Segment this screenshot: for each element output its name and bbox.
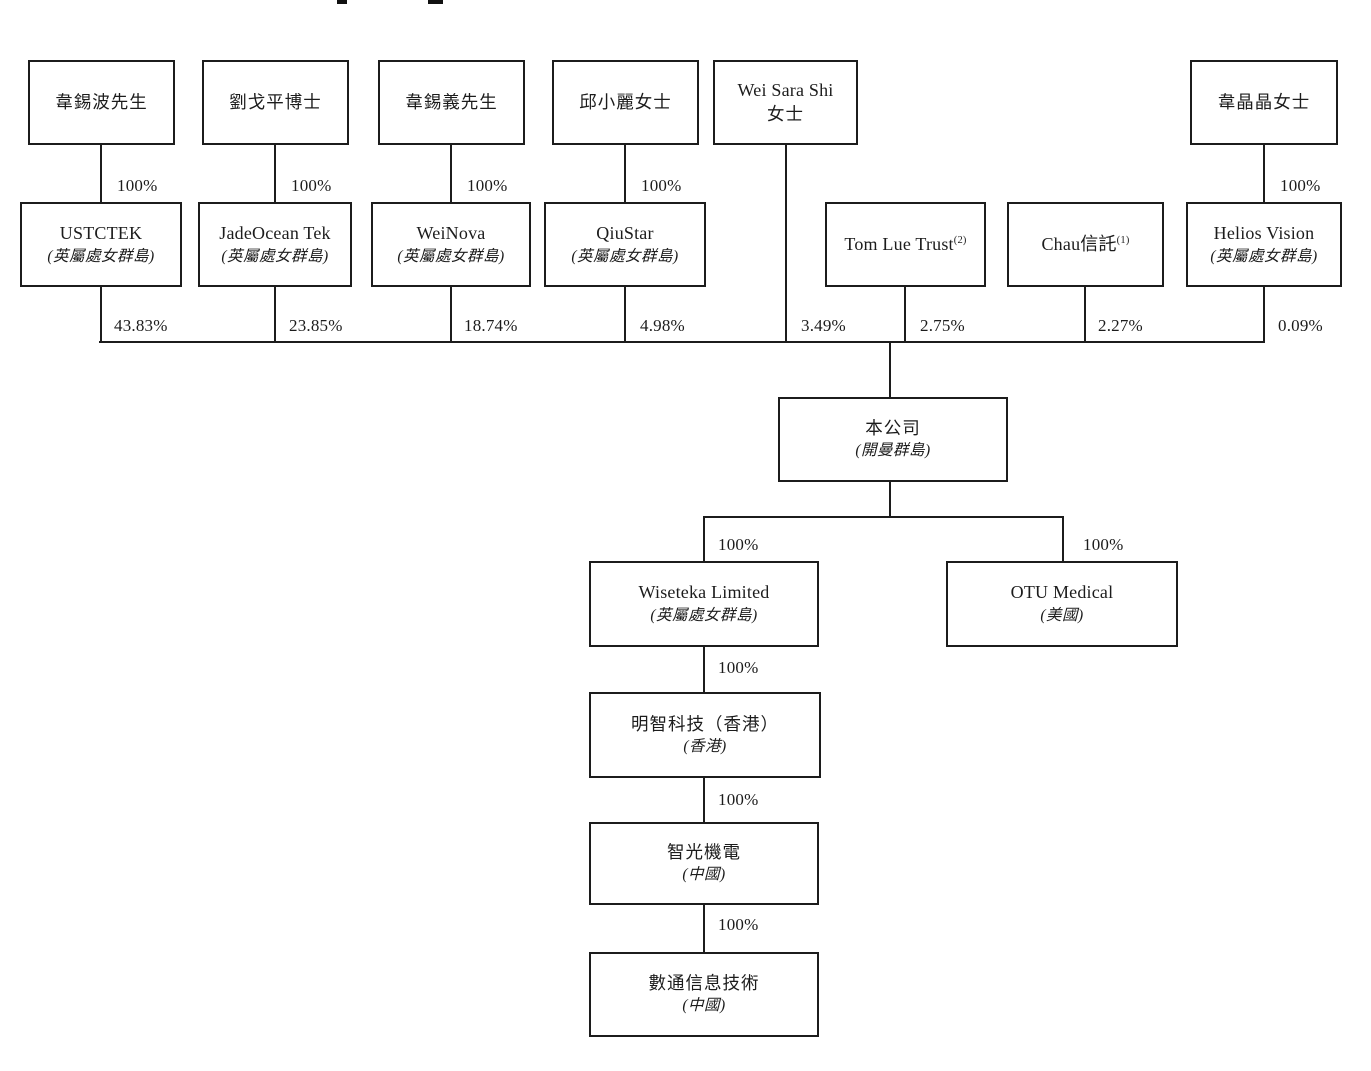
holdco-name: QiuStar xyxy=(596,222,654,243)
subsidiary-name: 數通信息技術 xyxy=(648,973,760,994)
subsidiary-jurisdiction: (英屬處女群島) xyxy=(650,607,758,625)
subsidiary-box-wiseteka: Wiseteka Limited (英屬處女群島) xyxy=(589,561,819,647)
holdco-jurisdiction: (英屬處女群島) xyxy=(571,247,679,265)
bus-line xyxy=(99,341,1265,343)
holdco-box-weinova: WeiNova (英屬處女群島) xyxy=(371,202,531,287)
holdco-jurisdiction: (英屬處女群島) xyxy=(1210,247,1318,265)
ownership-label: 100% xyxy=(641,176,682,195)
ownership-label: 100% xyxy=(291,176,332,195)
holdco-box-ustctek: USTCTEK (英屬處女群島) xyxy=(20,202,182,287)
connector-line xyxy=(1263,145,1265,202)
person-box-wei-xibo: 韋錫波先生 xyxy=(28,60,175,145)
subsidiary-jurisdiction: (美國) xyxy=(1040,607,1084,625)
stake-label: 3.49% xyxy=(801,316,846,335)
person-box-liu-geping: 劉戈平博士 xyxy=(202,60,349,145)
connector-line xyxy=(1062,516,1064,561)
person-name: 韋晶晶女士 xyxy=(1217,91,1311,112)
holdco-name: USTCTEK xyxy=(59,222,143,243)
subsidiary-jurisdiction: (中國) xyxy=(682,997,726,1015)
person-box-qiu-xiaoli: 邱小麗女士 xyxy=(552,60,699,145)
connector-line xyxy=(274,145,276,202)
holdco-jurisdiction: (英屬處女群島) xyxy=(221,247,329,265)
trust-box-chau-trust: Chau信託(1) xyxy=(1007,202,1164,287)
company-box: 本公司 (開曼群島) xyxy=(778,397,1008,482)
ownership-label: 100% xyxy=(1083,535,1124,554)
connector-line xyxy=(703,516,705,561)
subsidiary-name: OTU Medical xyxy=(1010,582,1114,603)
connector-line xyxy=(904,287,906,342)
footnote-marker: (1) xyxy=(1116,234,1130,246)
holdco-name: WeiNova xyxy=(416,222,486,243)
stake-label: 18.74% xyxy=(464,316,518,335)
subsidiary-name: 智光機電 xyxy=(667,842,741,863)
trust-name: Chau信託 xyxy=(1041,233,1117,254)
connector-line xyxy=(1084,287,1086,342)
holdco-name: JadeOcean Tek xyxy=(219,222,331,243)
ownership-label: 100% xyxy=(117,176,158,195)
company-jurisdiction: (開曼群島) xyxy=(855,442,931,460)
stake-label: 4.98% xyxy=(640,316,685,335)
connector-line xyxy=(100,145,102,202)
ownership-label: 100% xyxy=(718,915,759,934)
clipped-header-artifact xyxy=(337,0,347,4)
person-name: 韋錫波先生 xyxy=(55,91,148,112)
subsidiary-box-shutong: 數通信息技術 (中國) xyxy=(589,952,819,1037)
connector-line xyxy=(100,287,102,342)
stake-label: 43.83% xyxy=(114,316,168,335)
ownership-label: 100% xyxy=(467,176,508,195)
person-name: 韋錫義先生 xyxy=(405,91,498,112)
holdco-name: Helios Vision xyxy=(1213,222,1315,243)
person-box-wei-sara-shi: Wei Sara Shi 女士 xyxy=(713,60,858,145)
person-box-wei-jingjing: 韋晶晶女士 xyxy=(1190,60,1338,145)
connector-line xyxy=(624,287,626,342)
person-name: 劉戈平博士 xyxy=(229,91,322,112)
subsidiary-box-zhiguang: 智光機電 (中國) xyxy=(589,822,819,905)
subsidiary-box-otu-medical: OTU Medical (美國) xyxy=(946,561,1178,647)
stake-label: 23.85% xyxy=(289,316,343,335)
connector-line xyxy=(889,341,891,397)
clipped-header-artifact xyxy=(428,0,443,4)
split-line xyxy=(703,516,1064,518)
connector-line xyxy=(274,287,276,342)
holdco-box-helios-vision: Helios Vision (英屬處女群島) xyxy=(1186,202,1342,287)
trust-name: Tom Lue Trust xyxy=(844,233,954,254)
holdco-box-jadeocean-tek: JadeOcean Tek (英屬處女群島) xyxy=(198,202,352,287)
holdco-box-qiustar: QiuStar (英屬處女群島) xyxy=(544,202,706,287)
connector-line xyxy=(703,647,705,692)
stake-label: 2.27% xyxy=(1098,316,1143,335)
connector-line xyxy=(624,145,626,202)
person-name: Wei Sara Shi xyxy=(737,80,834,101)
person-box-wei-xiyi: 韋錫義先生 xyxy=(378,60,525,145)
subsidiary-name: 明智科技（香港） xyxy=(631,713,779,734)
connector-line xyxy=(1263,287,1265,342)
connector-line xyxy=(703,905,705,952)
connector-line xyxy=(703,778,705,822)
trust-box-tom-lue-trust: Tom Lue Trust(2) xyxy=(825,202,986,287)
connector-line-wei-sara-shi xyxy=(785,145,787,342)
subsidiary-jurisdiction: (香港) xyxy=(683,737,727,755)
ownership-label: 100% xyxy=(1280,176,1321,195)
subsidiary-jurisdiction: (中國) xyxy=(682,866,726,884)
holdco-jurisdiction: (英屬處女群島) xyxy=(397,247,505,265)
connector-line xyxy=(450,287,452,342)
company-name: 本公司 xyxy=(865,418,921,439)
subsidiary-name: Wiseteka Limited xyxy=(638,582,770,603)
subsidiary-box-mingzhi-hk: 明智科技（香港） (香港) xyxy=(589,692,821,778)
footnote-marker: (2) xyxy=(953,234,967,246)
person-name-line2: 女士 xyxy=(767,103,804,124)
person-name: 邱小麗女士 xyxy=(579,91,672,112)
stake-label: 2.75% xyxy=(920,316,965,335)
ownership-label: 100% xyxy=(718,790,759,809)
ownership-label: 100% xyxy=(718,535,759,554)
stake-label: 0.09% xyxy=(1278,316,1323,335)
connector-line xyxy=(450,145,452,202)
ownership-label: 100% xyxy=(718,658,759,677)
connector-line xyxy=(889,482,891,516)
holdco-jurisdiction: (英屬處女群島) xyxy=(47,247,155,265)
